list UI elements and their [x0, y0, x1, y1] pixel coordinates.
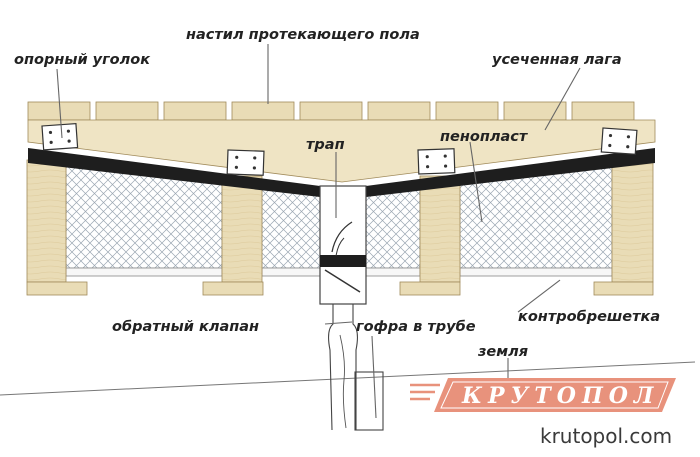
drain-trap [319, 185, 367, 305]
site-url: krutopol.com [540, 424, 672, 448]
floor-deck-planks [27, 101, 635, 121]
support-angle-2 [226, 149, 265, 176]
support-angle-4 [600, 127, 638, 155]
brand-logo: КРУТОПОЛ [410, 378, 676, 412]
label-check-valve: обратный клапан [112, 319, 259, 335]
label-truncated-joist: усеченная лага [492, 52, 622, 68]
waterproof-membrane [28, 148, 655, 197]
label-floor-deck: настил протекающего пола [186, 27, 420, 43]
label-support-angle: опорный уголок [14, 52, 151, 68]
diagram-labels: настил протекающего пола опорный уголок … [14, 27, 660, 360]
support-angles [41, 122, 638, 176]
logo-text: КРУТОПОЛ [461, 383, 659, 409]
base-blocks [26, 281, 654, 296]
label-corrugation: гофра в трубе [356, 319, 476, 335]
ground-line [0, 361, 696, 396]
label-foam: пенопласт [440, 129, 529, 145]
label-drain: трап [306, 137, 345, 153]
corrugated-pipe [327, 304, 384, 431]
label-ground: земля [477, 344, 528, 360]
support-posts [26, 159, 654, 283]
support-angle-3 [417, 148, 456, 175]
support-angle-1 [41, 122, 79, 151]
label-counter-batten: контробрешетка [518, 309, 660, 325]
